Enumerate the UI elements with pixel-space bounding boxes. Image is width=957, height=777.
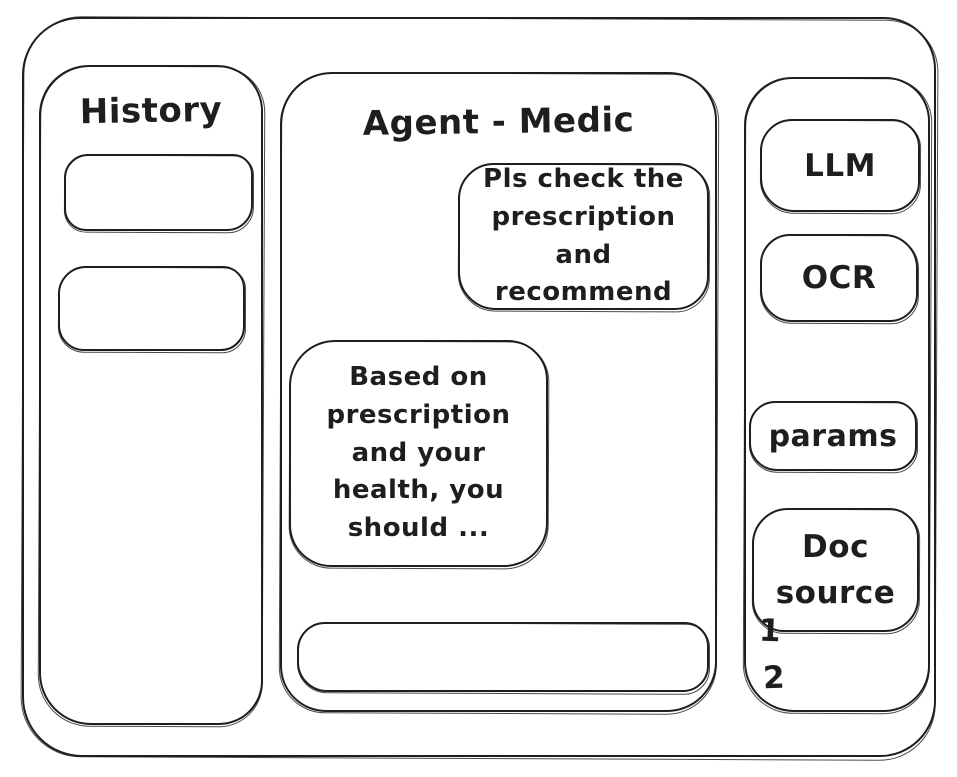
history-title: History: [79, 89, 223, 133]
history-sidebar: History: [39, 65, 263, 725]
history-item[interactable]: [64, 154, 253, 231]
tool-doc-source-button[interactable]: Doc source: [752, 508, 919, 632]
chat-panel: Agent - Medic Pls check the prescription…: [280, 72, 717, 712]
tool-ocr-button[interactable]: OCR: [760, 234, 918, 322]
tool-doc-source-label: Doc source: [775, 528, 896, 612]
user-message-bubble: Pls check the prescription and recommend: [458, 163, 709, 310]
chat-title: Agent - Medic: [362, 100, 635, 144]
app-window-frame: History Agent - Medic Pls check the pres…: [22, 17, 936, 757]
tools-sidebar: LLM OCR params Doc source 1 2: [744, 77, 930, 712]
tool-params-button[interactable]: params: [749, 401, 917, 471]
footnote-2: 2: [762, 659, 786, 697]
message-input-bar[interactable]: [297, 622, 709, 692]
assistant-message-bubble: Based on prescription and your health, y…: [289, 340, 548, 567]
tool-llm-button[interactable]: LLM: [760, 119, 920, 212]
history-item[interactable]: [58, 266, 245, 351]
footnote-1: 1: [758, 612, 782, 650]
message-input[interactable]: [313, 630, 697, 684]
